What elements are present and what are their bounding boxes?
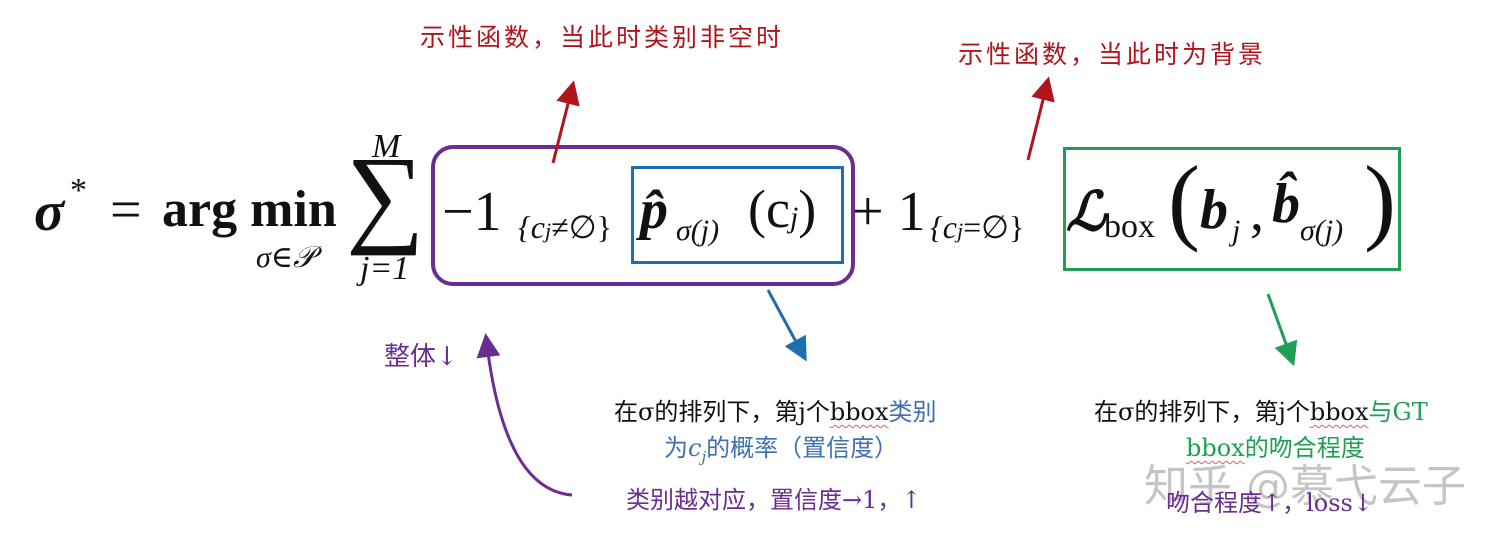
formula-sum-symbol: ∑ bbox=[346, 134, 425, 256]
formula-p-arg: (cj) bbox=[748, 178, 816, 240]
formula-plus-one: + 1 bbox=[852, 181, 926, 243]
formula-indicator-subscript-nonempty: {cj≠∅} bbox=[518, 208, 612, 246]
class-desc-category: 类别 bbox=[888, 398, 937, 426]
formula-indicator-subscript-empty: {cj=∅} bbox=[930, 208, 1024, 246]
formula-argmin: arg min bbox=[162, 181, 337, 238]
formula-b-hat: b̂ bbox=[1272, 173, 1300, 235]
annotation-overall-decrease: 整体↓ bbox=[384, 342, 458, 372]
formula-b: b bbox=[1200, 179, 1228, 241]
arrow-red-left-icon bbox=[551, 80, 580, 164]
class-desc-bbox: bbox bbox=[829, 398, 889, 426]
formula-minus-one: −1 bbox=[442, 181, 502, 243]
box-desc-bbox2: bbox bbox=[1186, 434, 1245, 462]
formula-p-hat-subscript: σ(j) bbox=[676, 214, 720, 247]
formula-close-paren: ) bbox=[1364, 146, 1396, 253]
arrow-blue-icon bbox=[766, 289, 807, 362]
p-arg-j: j bbox=[789, 201, 799, 234]
formula-b-hat-subscript: σ(j) bbox=[1300, 214, 1344, 247]
watermark: 知乎 @慕弋云子 bbox=[1144, 461, 1466, 512]
annotation-box-match-line2: bbox的吻合程度 bbox=[1186, 428, 1365, 463]
sub-neq-empty: ≠∅} bbox=[551, 209, 612, 245]
box-desc-bbox: bbox bbox=[1309, 398, 1369, 426]
formula-comma: , bbox=[1250, 181, 1264, 243]
probability-term-box bbox=[631, 166, 844, 264]
class-desc-var-j: j bbox=[701, 447, 707, 466]
class-desc-prefix: 为 bbox=[664, 434, 688, 462]
p-arg-close: ) bbox=[798, 179, 817, 239]
class-desc-rest: 的概率（置信度） bbox=[706, 434, 899, 462]
formula-open-paren: ( bbox=[1168, 146, 1200, 253]
classification-term-box bbox=[431, 145, 855, 286]
sub-c: {c bbox=[518, 209, 545, 245]
formula-loss-subscript: box bbox=[1104, 208, 1155, 245]
annotation-box-conclusion: 吻合程度↑，loss↓ bbox=[1166, 489, 1373, 517]
sub2-c: {c bbox=[930, 209, 957, 245]
formula-sum-lower: j=1 bbox=[360, 250, 410, 287]
formula-sigma-star: * bbox=[70, 172, 87, 209]
box-desc-gt: 与GT bbox=[1368, 398, 1428, 426]
annotation-class-probability-line1: 在σ的排列下，第j个bbox类别 bbox=[614, 392, 937, 427]
sub2-eq-empty: =∅} bbox=[963, 209, 1025, 245]
arrow-green-icon bbox=[1266, 293, 1298, 367]
class-desc-var-c: c bbox=[688, 434, 702, 462]
class-desc-text: 在σ的排列下，第j个 bbox=[614, 398, 830, 426]
sub2-j: j bbox=[957, 218, 964, 243]
annotation-class-conclusion: 类别越对应，置信度→1，↑ bbox=[626, 486, 922, 514]
formula-p-hat: p̂ bbox=[640, 179, 668, 241]
box-loss-term-box bbox=[1063, 147, 1401, 271]
annotation-indicator-nonempty: 示性函数，当此时类别非空时 bbox=[420, 23, 785, 52]
formula-b-subscript: j bbox=[1232, 214, 1241, 247]
sub-j: j bbox=[545, 218, 552, 243]
box-desc-text: 在σ的排列下，第j个 bbox=[1094, 398, 1310, 426]
formula-sigma: σ bbox=[34, 181, 65, 243]
box-desc-rest: 的吻合程度 bbox=[1244, 434, 1365, 462]
annotation-class-probability-line2: 为cj的概率（置信度） bbox=[664, 428, 898, 466]
formula-equals: = bbox=[110, 179, 142, 241]
arrow-purple-curve-icon bbox=[476, 333, 573, 497]
p-arg-open: (c bbox=[748, 179, 790, 239]
arrow-red-right-icon bbox=[1026, 76, 1055, 161]
formula-sum-upper: M bbox=[372, 128, 401, 165]
formula-argmin-subscript: σ∈𝒫 bbox=[256, 241, 315, 274]
annotation-box-match-line1: 在σ的排列下，第j个bbox与GT bbox=[1094, 392, 1428, 427]
annotation-indicator-background: 示性函数，当此时为背景 bbox=[958, 40, 1267, 69]
formula-loss-L: ℒ bbox=[1066, 182, 1105, 242]
